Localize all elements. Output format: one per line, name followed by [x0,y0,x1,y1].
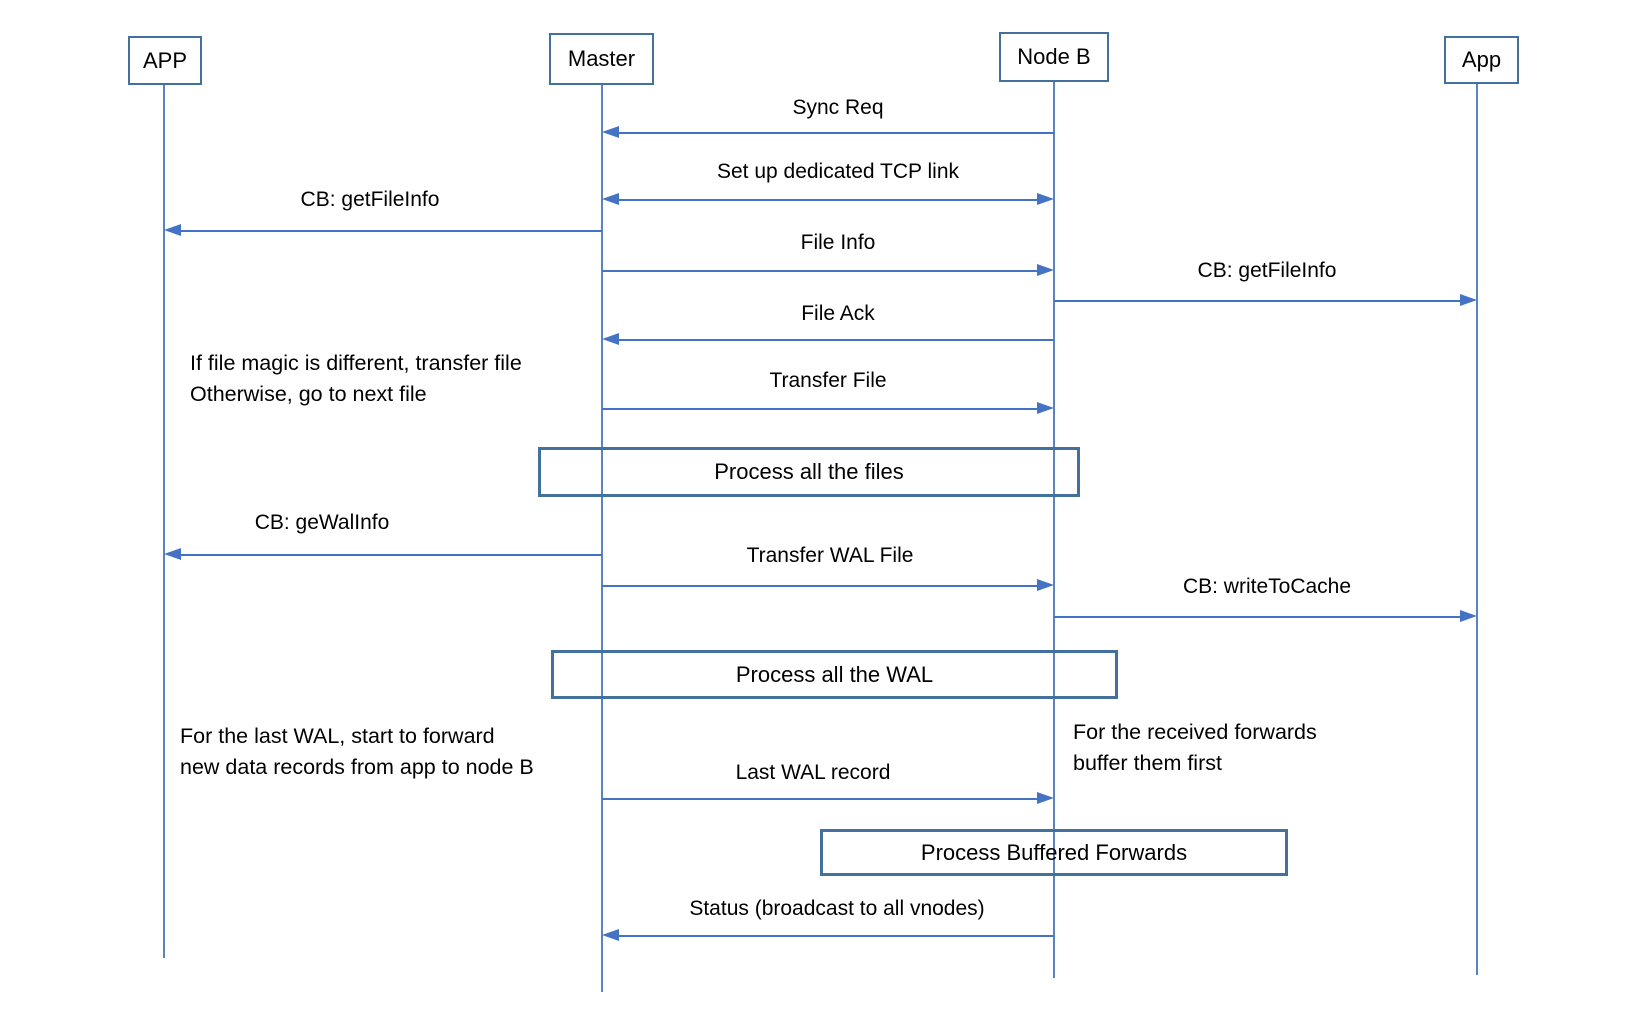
note-2-line-0: For the received forwards [1073,720,1317,744]
note-2: For the received forwards buffer them fir… [1073,717,1317,779]
message-label-10: Last WAL record [735,761,891,784]
arrowhead-right-8 [1037,578,1054,591]
arrowhead-left-5 [602,332,619,345]
participant-master: Master [549,33,654,85]
message-line-8 [602,585,1040,587]
message-line-10 [602,798,1040,800]
message-line-2 [178,230,602,232]
arrowhead-right-9 [1460,609,1477,622]
message-line-1 [616,199,1040,201]
arrowhead-left-1 [602,192,619,205]
message-label-0: Sync Req [792,96,884,119]
message-label-6: Transfer File [769,369,887,392]
arrowhead-right-6 [1037,401,1054,414]
arrowhead-left-7 [164,547,181,560]
note-0-line-1: Otherwise, go to next file [190,382,427,406]
participant-app: APP [128,36,202,85]
note-1-line-1: new data records from app to node B [180,755,534,779]
lifeline-node-b [1053,82,1055,978]
message-line-6 [602,408,1040,410]
arrowhead-left-11 [602,928,619,941]
note-1: For the last WAL, start to forward new da… [180,721,534,783]
note-0: If file magic is different, transfer fil… [190,348,522,410]
message-label-2: CB: getFileInfo [300,188,440,211]
arrowhead-right-1 [1037,192,1054,205]
note-1-line-0: For the last WAL, start to forward [180,724,495,748]
message-line-4 [1054,300,1463,302]
process-box-2: Process Buffered Forwards [820,829,1288,876]
participant-node-b: Node B [999,32,1109,82]
arrowhead-right-3 [1037,263,1054,276]
message-line-7 [178,554,602,556]
note-0-line-0: If file magic is different, transfer fil… [190,351,522,375]
message-label-9: CB: writeToCache [1182,575,1352,598]
message-line-5 [616,339,1054,341]
lifeline-app [163,85,165,958]
message-label-7: CB: geWalInfo [254,511,390,534]
lifeline-master [601,85,603,992]
message-label-5: File Ack [801,302,875,325]
arrowhead-right-10 [1037,791,1054,804]
lifeline-app [1476,84,1478,975]
process-box-1: Process all the WAL [551,650,1118,699]
arrowhead-right-4 [1460,293,1477,306]
participant-app: App [1444,36,1519,84]
message-line-3 [602,270,1040,272]
message-label-8: Transfer WAL File [746,544,914,567]
message-line-0 [616,132,1054,134]
note-2-line-1: buffer them first [1073,751,1222,775]
message-label-4: CB: getFileInfo [1197,259,1337,282]
arrowhead-left-2 [164,223,181,236]
message-line-9 [1054,616,1463,618]
message-label-3: File Info [800,231,876,254]
message-label-11: Status (broadcast to all vnodes) [689,897,985,920]
arrowhead-left-0 [602,125,619,138]
message-label-1: Set up dedicated TCP link [716,160,960,183]
message-line-11 [616,935,1054,937]
process-box-0: Process all the files [538,447,1080,497]
